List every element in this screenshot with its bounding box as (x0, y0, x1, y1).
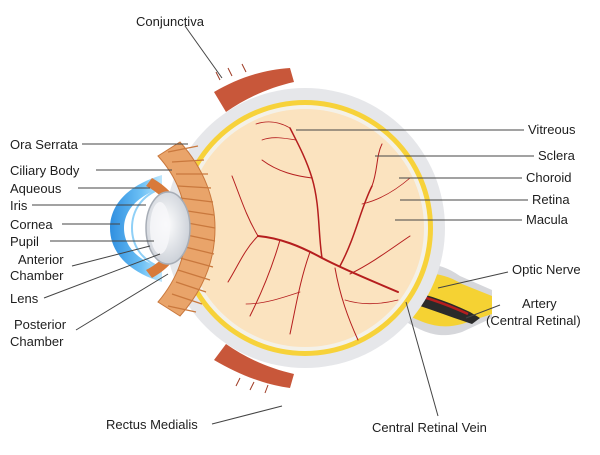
retinal-vessels (227, 121, 411, 341)
label-artery-line1: Artery (522, 296, 557, 311)
label-lens: Lens (10, 291, 39, 306)
label-central-retinal-vein: Central Retinal Vein (372, 420, 487, 435)
label-vitreous: Vitreous (528, 122, 576, 137)
label-pupil: Pupil (10, 234, 39, 249)
vitreous-body (186, 109, 424, 347)
label-posterior-chamber-line2: Chamber (10, 334, 64, 349)
label-rectus-medialis: Rectus Medialis (106, 417, 198, 432)
label-sclera: Sclera (538, 148, 575, 163)
muscles (214, 63, 294, 394)
label-cornea: Cornea (10, 217, 53, 232)
label-ora-serrata: Ora Serrata (10, 137, 78, 152)
label-anterior-chamber-line2: Chamber (10, 268, 64, 283)
label-artery-line2: (Central Retinal) (486, 313, 581, 328)
label-retina: Retina (532, 192, 570, 207)
label-iris: Iris (10, 198, 28, 213)
leader-lines (32, 25, 534, 425)
label-optic-nerve: Optic Nerve (512, 262, 581, 277)
label-macula: Macula (526, 212, 568, 227)
label-choroid: Choroid (526, 170, 572, 185)
label-ciliary-body: Ciliary Body (10, 163, 80, 178)
label-aqueous: Aqueous (10, 181, 62, 196)
label-posterior-chamber-line1: Posterior (14, 317, 67, 332)
label-conjunctiva: Conjunctiva (136, 14, 204, 29)
label-anterior-chamber-line1: Anterior (18, 252, 64, 267)
